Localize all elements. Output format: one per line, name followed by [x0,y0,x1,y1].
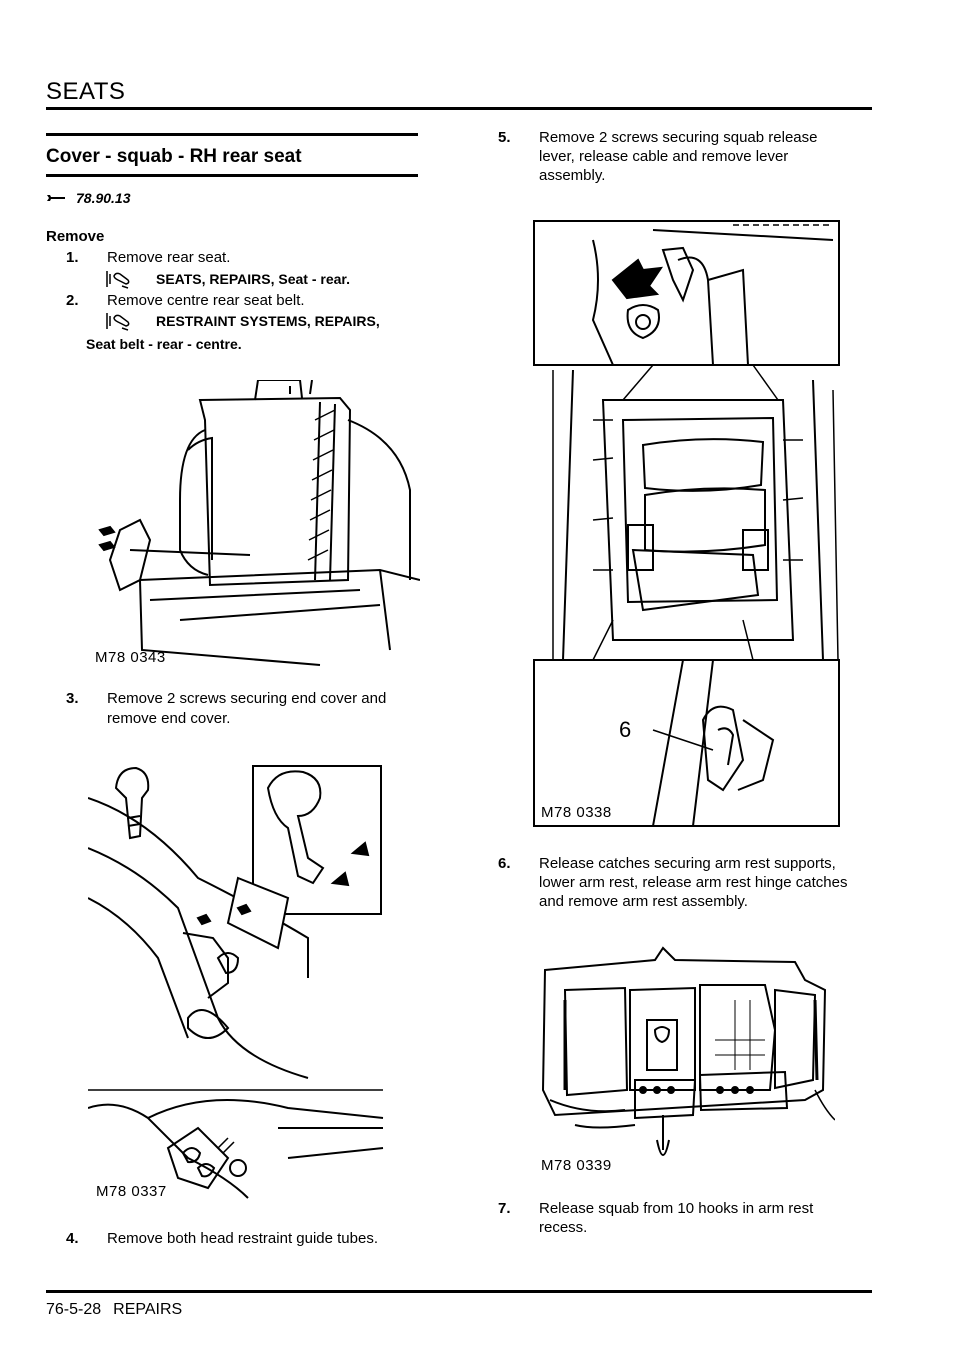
step-1: 1. Remove rear seat. [66,249,231,266]
remove-heading: Remove [46,228,105,245]
step-7: 7. Release squab from 10 hooks in arm re… [498,1200,814,1236]
cross-reference-icon [104,268,134,294]
figure-m78-0343: M78 0343 [80,380,420,670]
figure-label: M78 0337 [96,1183,167,1200]
footer-section: REPAIRS [113,1301,183,1318]
footer-divider [46,1290,872,1293]
step-1-reference[interactable]: SEATS, REPAIRS, Seat - rear. [104,270,434,290]
figure-label: M78 0343 [95,649,166,666]
step-2-reference[interactable]: RESTRAINT SYSTEMS, REPAIRS, [104,312,434,332]
figure-label: M78 0338 [541,804,612,821]
step-2: 2. Remove centre rear seat belt. [66,292,305,309]
page-header-title: SEATS [46,78,126,105]
section-title: Cover - squab - RH rear seat [46,146,302,167]
callout-label: 6 [619,717,631,742]
cross-reference-icon [104,310,134,336]
wrench-icon [46,190,66,206]
step-2-reference-cont[interactable]: Seat belt - rear - centre. [86,336,242,352]
step-4: 4. Remove both head restraint guide tube… [66,1230,379,1247]
page-number: 76-5-28 [46,1301,102,1318]
figure-m78-0337: M78 0337 [88,758,388,1204]
operation-code-value: 78.90.13 [76,190,131,206]
section-rule-top [46,133,418,136]
header-divider [46,107,872,110]
figure-m78-0339: M78 0339 [535,940,835,1180]
page-footer: 76-5-28 REPAIRS [46,1301,194,1319]
section-rule-bottom [46,174,418,177]
step-3: 3. Remove 2 screws securing end cover an… [66,690,387,727]
operation-code: 78.90.13 [46,190,131,206]
figure-label: M78 0339 [541,1157,612,1174]
step-6: 6. Release catches securing arm rest sup… [498,855,848,910]
step-5: 5. Remove 2 screws securing squab releas… [498,129,818,184]
figure-m78-0338: 6 M78 0338 [533,220,843,830]
